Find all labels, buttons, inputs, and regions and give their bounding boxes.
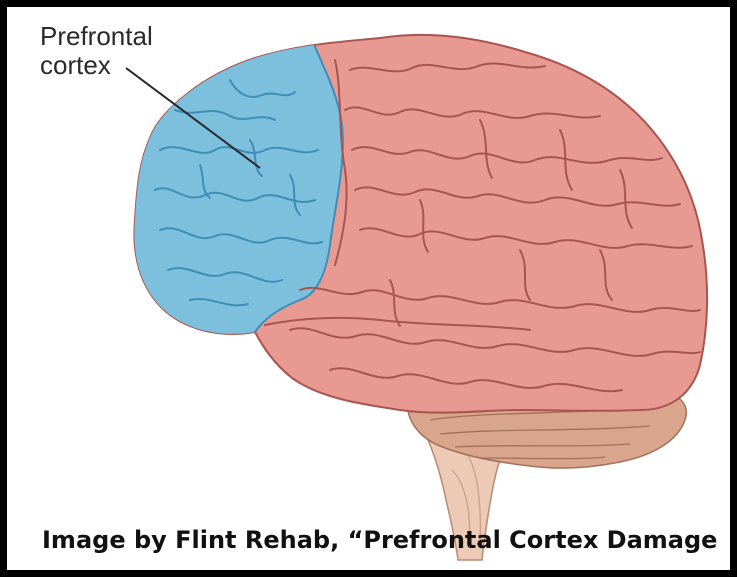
prefrontal-label-line2: cortex	[40, 50, 111, 80]
prefrontal-cortex-label: Prefrontalcortex	[40, 22, 153, 80]
image-caption: Image by Flint Rehab, “Prefrontal Cortex…	[42, 525, 717, 555]
prefrontal-label-line1: Prefrontal	[40, 21, 153, 51]
prefrontal-region-shape	[120, 40, 343, 340]
